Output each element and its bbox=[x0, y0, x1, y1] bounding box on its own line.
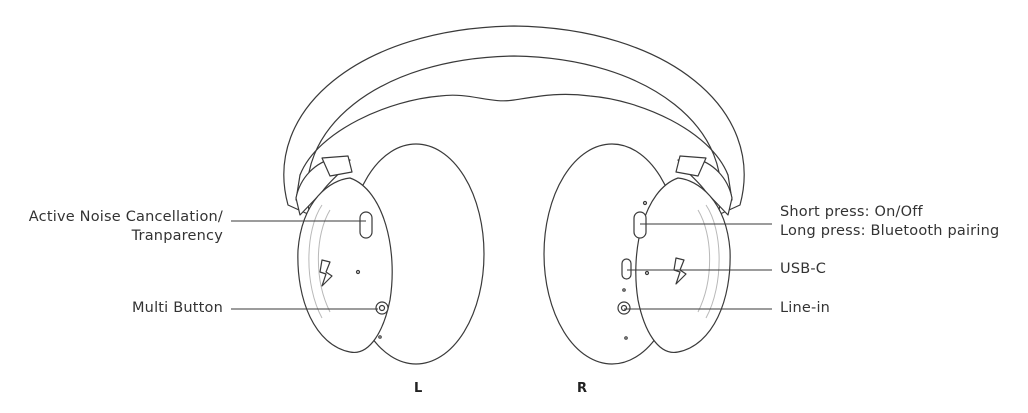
headband bbox=[283, 25, 745, 216]
anc-label-line1: Active Noise Cancellation/ bbox=[28, 209, 223, 225]
multi-button-label: Multi Button bbox=[131, 300, 223, 316]
right-side-marker: R bbox=[577, 381, 588, 396]
anc-label: Active Noise Cancellation/ Tranparency bbox=[29, 208, 223, 246]
power-label-line1: Short press: On/Off bbox=[780, 204, 923, 220]
right-yoke bbox=[675, 155, 733, 216]
power-label-line2: Long press: Bluetooth pairing bbox=[780, 223, 1000, 239]
anc-label-line2: Tranparency bbox=[131, 228, 223, 244]
line-in-label: Line-in bbox=[780, 300, 831, 316]
left-side-marker: L bbox=[414, 381, 423, 396]
power-label: Short press: On/Off Long press: Bluetoot… bbox=[780, 203, 999, 241]
left-yoke bbox=[295, 155, 353, 216]
usb-c-label: USB-C bbox=[780, 261, 827, 277]
